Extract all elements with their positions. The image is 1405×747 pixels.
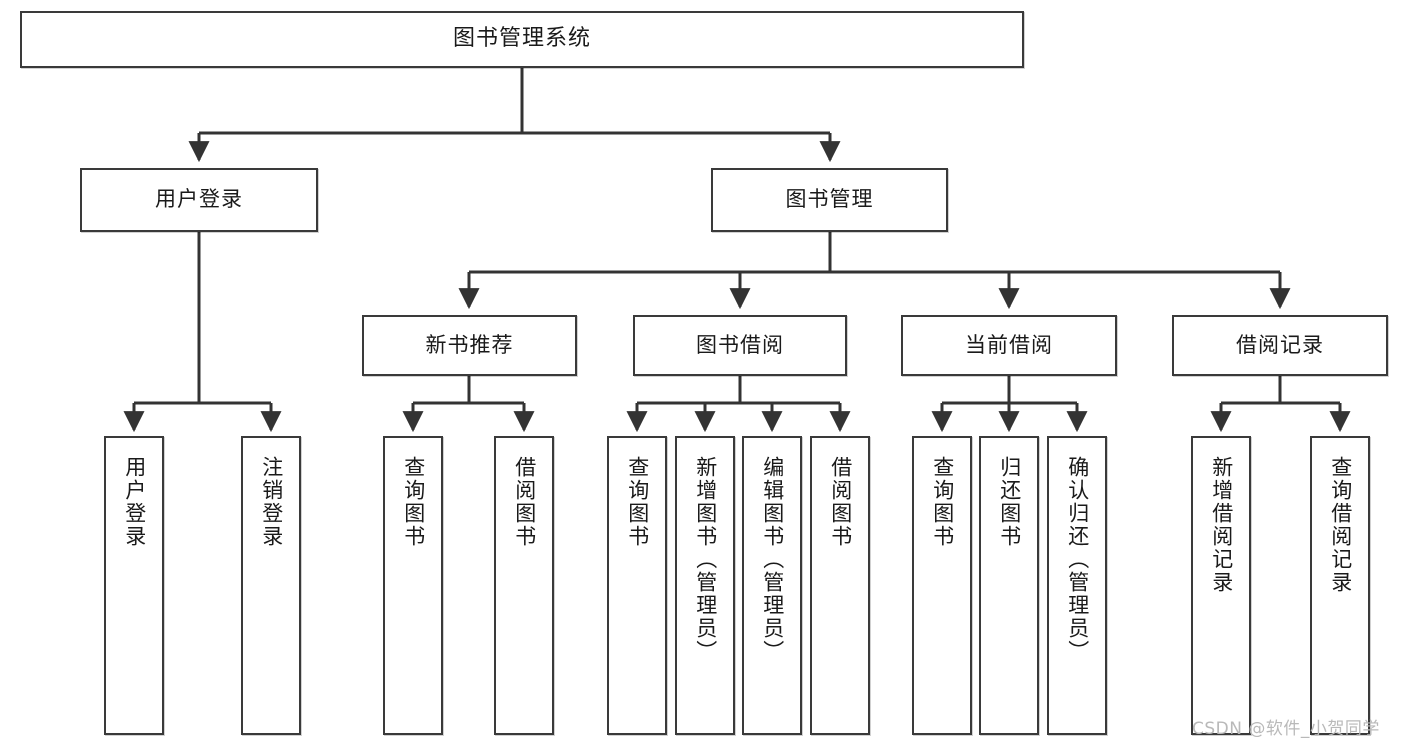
node-label: 查询图书 — [930, 456, 955, 548]
node-book-borrow[interactable]: 图书借阅 — [633, 315, 847, 376]
node-current-borrow[interactable]: 当前借阅 — [901, 315, 1117, 376]
leaf-edit-book-admin[interactable]: 编辑图书（管理员） — [742, 436, 802, 735]
node-borrow-record[interactable]: 借阅记录 — [1172, 315, 1388, 376]
csdn-watermark: CSDN @软件_小贺同学 — [1192, 719, 1380, 739]
node-label: 图书借阅 — [696, 332, 784, 357]
node-label: 查询图书 — [625, 456, 650, 548]
leaf-borrow-book[interactable]: 借阅图书 — [810, 436, 870, 735]
leaf-query-book-current[interactable]: 查询图书 — [912, 436, 972, 735]
node-user-login[interactable]: 用户登录 — [80, 168, 318, 232]
node-label: 图书管理 — [785, 187, 874, 212]
node-label: 借阅图书 — [828, 456, 853, 548]
node-label: 编辑图书（管理员） — [760, 456, 785, 663]
node-root-system[interactable]: 图书管理系统 — [20, 11, 1024, 68]
node-label: 确认归还（管理员） — [1065, 456, 1090, 663]
node-label: 新增图书（管理员） — [693, 456, 718, 663]
node-label: 借阅图书 — [512, 456, 537, 548]
node-label: 用户登录 — [122, 456, 147, 548]
node-label: 借阅记录 — [1236, 332, 1324, 357]
node-label: 当前借阅 — [965, 332, 1053, 357]
node-book-management[interactable]: 图书管理 — [711, 168, 948, 232]
node-label: 归还图书 — [997, 456, 1022, 548]
node-label: 查询借阅记录 — [1328, 456, 1353, 594]
leaf-query-book-borrow[interactable]: 查询图书 — [607, 436, 667, 735]
leaf-add-borrow-record[interactable]: 新增借阅记录 — [1191, 436, 1251, 735]
node-label: 注销登录 — [259, 456, 284, 548]
leaf-add-book-admin[interactable]: 新增图书（管理员） — [675, 436, 735, 735]
leaf-return-book[interactable]: 归还图书 — [979, 436, 1039, 735]
leaf-query-borrow-record[interactable]: 查询借阅记录 — [1310, 436, 1370, 735]
leaf-user-login[interactable]: 用户登录 — [104, 436, 164, 735]
node-new-book-recommend[interactable]: 新书推荐 — [362, 315, 577, 376]
leaf-borrow-book-recommend[interactable]: 借阅图书 — [494, 436, 554, 735]
node-label: 新书推荐 — [425, 332, 514, 357]
node-label: 图书管理系统 — [452, 26, 591, 52]
node-label: 查询图书 — [401, 456, 426, 548]
leaf-logout[interactable]: 注销登录 — [241, 436, 301, 735]
leaf-query-book-recommend[interactable]: 查询图书 — [383, 436, 443, 735]
node-label: 新增借阅记录 — [1209, 456, 1234, 594]
leaf-confirm-return-admin[interactable]: 确认归还（管理员） — [1047, 436, 1107, 735]
node-label: 用户登录 — [155, 187, 243, 212]
